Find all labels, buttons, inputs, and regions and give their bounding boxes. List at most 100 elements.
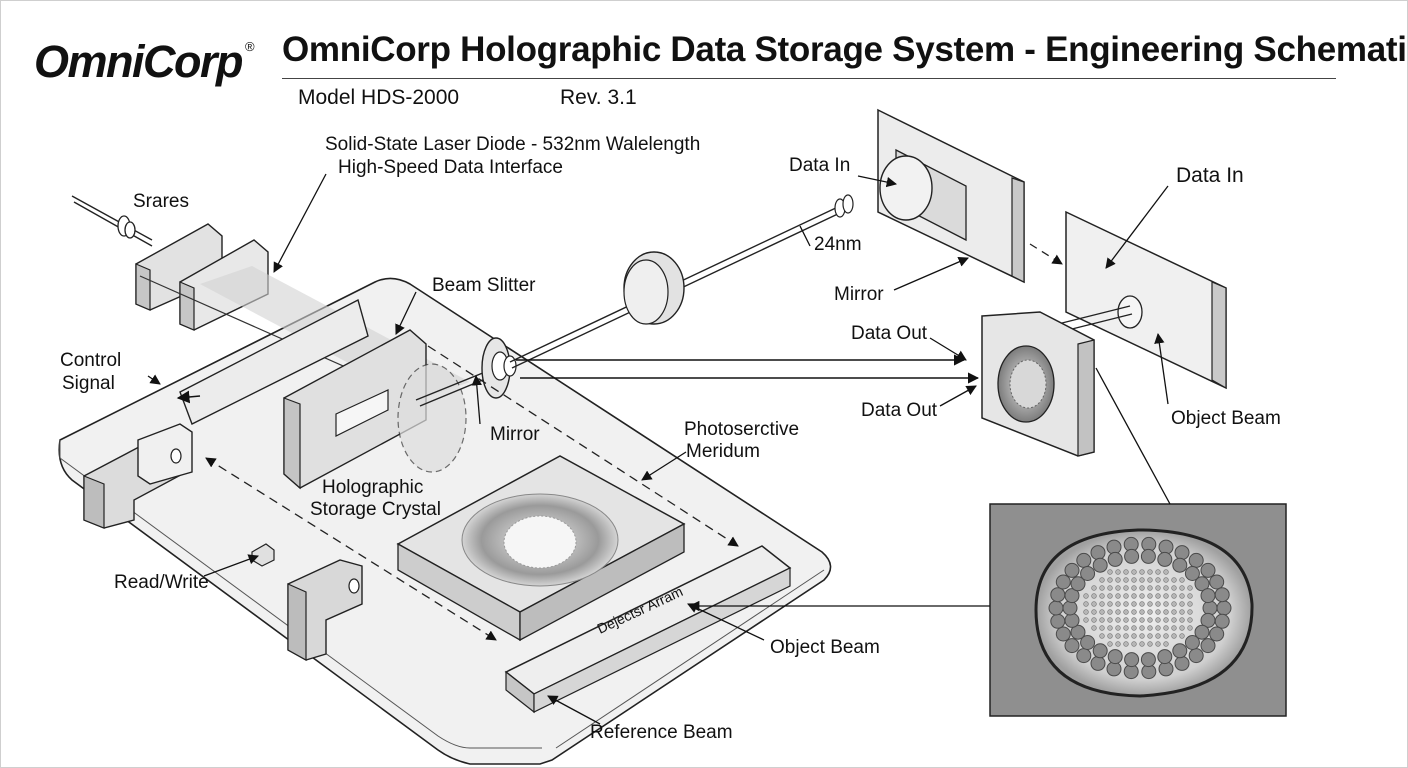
pattern-dot — [1123, 617, 1129, 623]
pattern-dot — [1131, 569, 1137, 575]
pattern-dot — [1080, 635, 1096, 650]
pattern-dot — [1055, 626, 1071, 642]
pattern-dot — [1062, 600, 1078, 616]
pattern-dot — [1147, 625, 1153, 631]
pattern-dot — [1187, 609, 1193, 615]
pattern-dot — [1131, 617, 1137, 623]
pattern-dot — [1092, 643, 1108, 659]
pattern-dot — [1107, 593, 1113, 599]
pattern-dot — [1194, 624, 1210, 640]
pattern-dot — [1172, 643, 1188, 659]
pattern-dot — [1107, 649, 1123, 665]
pattern-dot — [1163, 593, 1169, 599]
pattern-dot — [1155, 617, 1161, 623]
pattern-dot — [1155, 625, 1161, 631]
pattern-dot — [1163, 617, 1169, 623]
pattern-dot — [1187, 617, 1193, 623]
pattern-dot — [1083, 617, 1089, 623]
pattern-dot — [1155, 601, 1161, 607]
pattern-dot — [1123, 601, 1129, 607]
pattern-dot — [1155, 593, 1161, 599]
pattern-dot — [1091, 585, 1097, 591]
pattern-dot — [1107, 585, 1113, 591]
label-holographic-1: Holographic — [322, 477, 423, 498]
pattern-dot — [1209, 574, 1225, 590]
label-control-2: Signal — [62, 373, 115, 394]
pattern-dot — [1139, 585, 1145, 591]
pattern-dot — [1115, 593, 1121, 599]
pattern-dot — [1131, 609, 1137, 615]
pattern-dot — [1155, 577, 1161, 583]
pattern-dot — [1115, 601, 1121, 607]
pattern-dot — [1147, 601, 1153, 607]
pattern-dot — [1184, 566, 1200, 581]
label-data-in-right: Data In — [1176, 164, 1244, 187]
pattern-dot — [1050, 613, 1066, 629]
pattern-dot — [1171, 617, 1177, 623]
pattern-dot — [1155, 641, 1161, 647]
pattern-dot — [1123, 633, 1129, 639]
page-title: OmniCorp Holographic Data Storage System… — [282, 30, 1408, 69]
pattern-dot — [1163, 601, 1169, 607]
pattern-dot — [1179, 585, 1185, 591]
pattern-dot — [1090, 545, 1106, 561]
label-mirror-center: Mirror — [490, 424, 540, 445]
label-mirror-right: Mirror — [834, 284, 884, 305]
pattern-dot — [1064, 562, 1080, 578]
pattern-dot — [1214, 613, 1230, 629]
pattern-dot — [1123, 609, 1129, 615]
pattern-dot — [1179, 601, 1185, 607]
pattern-dot — [1139, 625, 1145, 631]
label-control-1: Control — [60, 350, 121, 371]
pattern-dot — [1099, 593, 1105, 599]
left-connector — [83, 423, 193, 529]
pattern-dot — [1139, 601, 1145, 607]
pattern-dot — [1179, 609, 1185, 615]
pattern-dot — [1171, 609, 1177, 615]
pattern-dot — [1064, 588, 1080, 604]
title-rule — [282, 78, 1336, 79]
pattern-dot — [1131, 633, 1137, 639]
pattern-dot — [1139, 593, 1145, 599]
pattern-dot — [1147, 577, 1153, 583]
pattern-dot — [1147, 569, 1153, 575]
pattern-dot — [1123, 593, 1129, 599]
pattern-dot — [1147, 617, 1153, 623]
magnified-inset — [989, 503, 1287, 717]
pattern-dot — [1188, 552, 1204, 568]
label-wavelength: 24nm — [814, 234, 862, 255]
label-reference-beam: Reference Beam — [590, 722, 733, 743]
pattern-dot — [1200, 562, 1216, 578]
pattern-dot — [1099, 601, 1105, 607]
pattern-dot — [1131, 585, 1137, 591]
pattern-dot — [1090, 655, 1106, 671]
pattern-dot — [1139, 633, 1145, 639]
pattern-dot — [1155, 585, 1161, 591]
pattern-dot — [1174, 655, 1190, 671]
model-number: Model HDS-2000 — [298, 86, 460, 109]
pattern-dot — [1171, 625, 1177, 631]
pattern-dot — [1123, 577, 1129, 583]
pattern-dot — [1123, 569, 1129, 575]
pattern-dot — [1157, 551, 1173, 567]
pattern-dot — [1140, 548, 1156, 564]
pattern-dot — [1091, 617, 1097, 623]
pattern-dot — [1179, 625, 1185, 631]
pattern-dot — [1107, 551, 1123, 567]
pattern-dot — [1139, 609, 1145, 615]
pattern-dot — [1064, 638, 1080, 654]
pattern-dot — [1055, 574, 1071, 590]
pattern-dot — [1194, 576, 1210, 592]
pattern-dot — [1107, 625, 1113, 631]
pattern-dot — [1107, 617, 1113, 623]
data-out-module — [981, 311, 1095, 457]
pattern-dot — [1131, 593, 1137, 599]
pattern-dot — [1099, 633, 1105, 639]
control-panel — [176, 298, 369, 425]
pattern-dot — [1099, 585, 1105, 591]
omnicorp-logo: OmniCorp® — [34, 36, 255, 87]
spares-assembly — [71, 195, 269, 331]
pattern-dot — [1188, 648, 1204, 664]
pattern-dot — [1155, 633, 1161, 639]
